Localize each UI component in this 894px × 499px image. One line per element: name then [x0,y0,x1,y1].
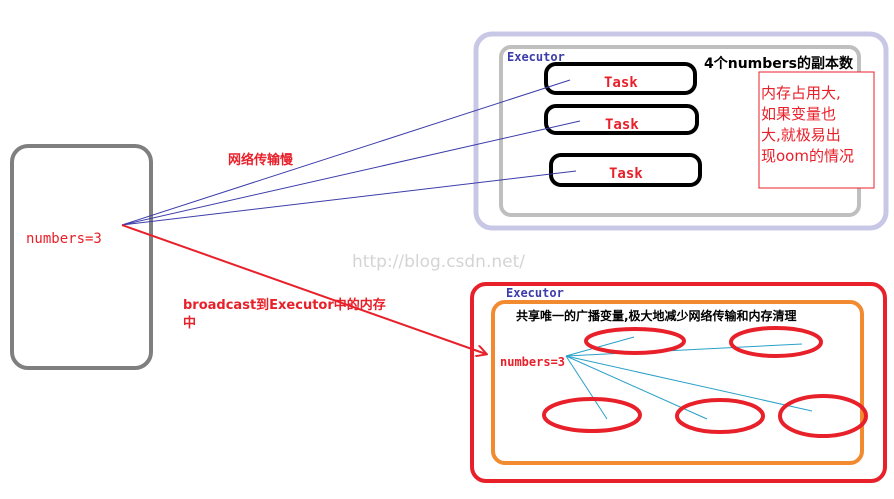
task-ellipse-2 [729,326,823,358]
bottom-numbers-label: numbers=3 [500,355,565,369]
broadcast-line-3 [565,355,608,420]
task-ellipse-1 [584,327,686,355]
task-label-3: Task [609,166,643,182]
network-line-1 [121,79,571,226]
memory-note-line-3: 大,就极易出 [761,126,841,144]
task-ellipse-3 [542,397,642,433]
driver-box [10,144,153,370]
task-box-2 [544,104,699,135]
memory-note-line-2: 如果变量也 [761,105,836,123]
bottom-executor-box [470,282,887,483]
broadcast-arrow [121,224,486,354]
broadcast-label-line-1: broadcast到Executor中的内存 [183,297,386,313]
bottom-executor-title: Executor [506,286,564,300]
broadcast-line-5 [565,355,813,412]
task-box-3 [549,153,702,187]
copies-label: 4个numbers的副本数 [704,55,854,72]
broadcast-label-line-2: 中 [183,315,196,331]
network-line-2 [121,120,581,226]
driver-numbers-label: numbers=3 [26,231,102,247]
bottom-executor-inner-box [491,300,864,465]
watermark: http://blog.csdn.net/ [352,252,525,272]
network-slow-label: 网络传输慢 [228,152,294,168]
broadcast-line-1 [565,336,635,357]
memory-note-box [758,71,875,189]
top-executor-title: Executor [507,50,565,64]
task-label-2: Task [605,117,639,133]
top-executor-box [473,31,889,231]
task-ellipse-4 [675,398,765,434]
broadcast-shared-header: 共享唯一的广播变量,极大地减少网络传输和内存清理 [516,308,797,323]
memory-note-line-1: 内存占用大, [761,84,841,102]
broadcast-line-2 [565,343,803,357]
memory-note-line-4: 现oom的情况 [761,147,854,165]
task-label-1: Task [604,75,638,91]
task-box-1 [544,62,697,95]
task-ellipse-5 [778,394,868,438]
network-line-3 [121,170,577,226]
